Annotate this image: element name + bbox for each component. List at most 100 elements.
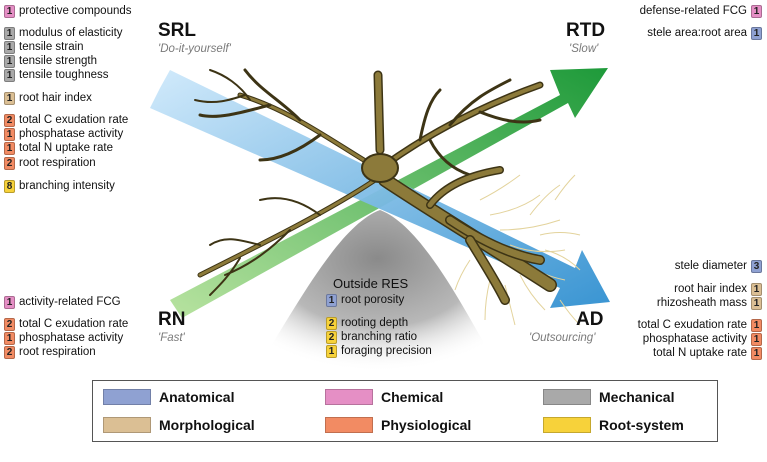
ad-trait-row: 1 total C exudation rate	[634, 318, 762, 332]
trait-count-badge: 1	[4, 295, 15, 309]
trait-label: phosphatase activity	[19, 332, 124, 344]
trait-count-badge: 2	[4, 156, 15, 170]
trait-count-badge: 1	[4, 91, 15, 105]
trait-label: phosphatase activity	[19, 128, 124, 140]
legend-item-root_system: Root-system	[543, 417, 684, 433]
trait-label: rooting depth	[341, 317, 409, 329]
trait-count-badge: 1	[4, 4, 15, 18]
legend-label: Physiological	[381, 417, 472, 433]
srl-trait-row: 2 root respiration	[4, 156, 100, 170]
outside-trait-row: 2 rooting depth	[326, 316, 412, 330]
trait-label: rhizosheath mass	[656, 297, 747, 309]
root-system	[194, 68, 557, 305]
trait-count-badge: 2	[4, 345, 15, 359]
legend-swatch	[103, 417, 151, 433]
ad-subtitle: 'Outsourcing'	[529, 332, 596, 344]
trait-label: root porosity	[341, 294, 405, 306]
legend-label: Morphological	[159, 417, 255, 433]
legend-item-morphological: Morphological	[103, 417, 255, 433]
trait-label: root hair index	[674, 283, 747, 295]
rn-label: RN	[158, 309, 186, 330]
legend-swatch	[325, 417, 373, 433]
trait-count-badge: 1	[4, 40, 15, 54]
trait-count-badge: 1	[4, 141, 15, 155]
fine-roots	[454, 174, 581, 326]
trait-count-badge: 3	[751, 259, 762, 273]
trait-label: branching intensity	[19, 180, 115, 192]
srl-trait-row: 2 total C exudation rate	[4, 113, 132, 127]
legend-swatch	[325, 389, 373, 405]
trait-count-badge: 1	[751, 346, 762, 360]
trait-count-badge: 2	[326, 316, 337, 330]
outside-trait-row: 1 root porosity	[326, 293, 408, 307]
rn-trait-row: 2 root respiration	[4, 345, 100, 359]
legend-label: Mechanical	[599, 389, 675, 405]
legend-label: Chemical	[381, 389, 444, 405]
trait-label: tensile strength	[19, 55, 97, 67]
ad-trait-row: 1 rhizosheath mass	[653, 296, 762, 310]
trait-count-badge: 2	[326, 330, 337, 344]
ad-label: AD	[576, 309, 604, 330]
trait-count-badge: 1	[751, 318, 762, 332]
trait-label: total C exudation rate	[19, 318, 129, 330]
trait-label: root respiration	[19, 157, 96, 169]
outside-res-cone	[255, 210, 500, 372]
trait-label: stele area:root area	[647, 27, 747, 39]
trait-count-badge: 1	[4, 26, 15, 40]
legend-item-physiological: Physiological	[325, 417, 471, 433]
trait-label: phosphatase activity	[642, 333, 747, 345]
trait-label: tensile toughness	[19, 69, 109, 81]
rtd-label: RTD	[566, 20, 606, 41]
srl-trait-row: 1 tensile strength	[4, 54, 101, 68]
legend-swatch	[103, 389, 151, 405]
trait-label: total C exudation rate	[637, 319, 747, 331]
legend-item-anatomical: Anatomical	[103, 389, 234, 405]
legend-swatch	[543, 389, 591, 405]
trait-label: branching ratio	[341, 331, 418, 343]
srl-trait-row: 1 phosphatase activity	[4, 127, 127, 141]
legend-item-mechanical: Mechanical	[543, 389, 674, 405]
trait-count-badge: 1	[4, 127, 15, 141]
trait-count-badge: 1	[751, 332, 762, 346]
srl-label: SRL	[158, 20, 196, 41]
trait-label: root respiration	[19, 346, 96, 358]
legend-label: Root-system	[599, 417, 684, 433]
trait-count-badge: 1	[751, 26, 762, 40]
outside-res-title: Outside RES	[333, 276, 409, 291]
trait-count-badge: 1	[4, 54, 15, 68]
legend-swatch	[543, 417, 591, 433]
trait-label: total C exudation rate	[19, 114, 129, 126]
trait-label: activity-related FCG	[19, 296, 121, 308]
rtd-trait-row: 1 stele area:root area	[643, 26, 762, 40]
legend-item-chemical: Chemical	[325, 389, 443, 405]
rn-subtitle: 'Fast'	[158, 332, 185, 344]
trait-count-badge: 1	[326, 293, 337, 307]
legend-label: Anatomical	[159, 389, 235, 405]
srl-trait-row: 1 tensile strain	[4, 40, 88, 54]
ad-trait-row: 1 phosphatase activity	[639, 332, 762, 346]
trait-count-badge: 1	[751, 296, 762, 310]
rtd-subtitle: 'Slow'	[569, 43, 599, 55]
trait-count-badge: 1	[326, 344, 337, 358]
trait-label: total N uptake rate	[19, 142, 113, 154]
rn-trait-row: 1 activity-related FCG	[4, 295, 125, 309]
trait-count-badge: 1	[751, 4, 762, 18]
trait-label: tensile strain	[19, 41, 84, 53]
trait-count-badge: 1	[4, 68, 15, 82]
trait-count-badge: 2	[4, 113, 15, 127]
srl-trait-row: 1 total N uptake rate	[4, 141, 117, 155]
